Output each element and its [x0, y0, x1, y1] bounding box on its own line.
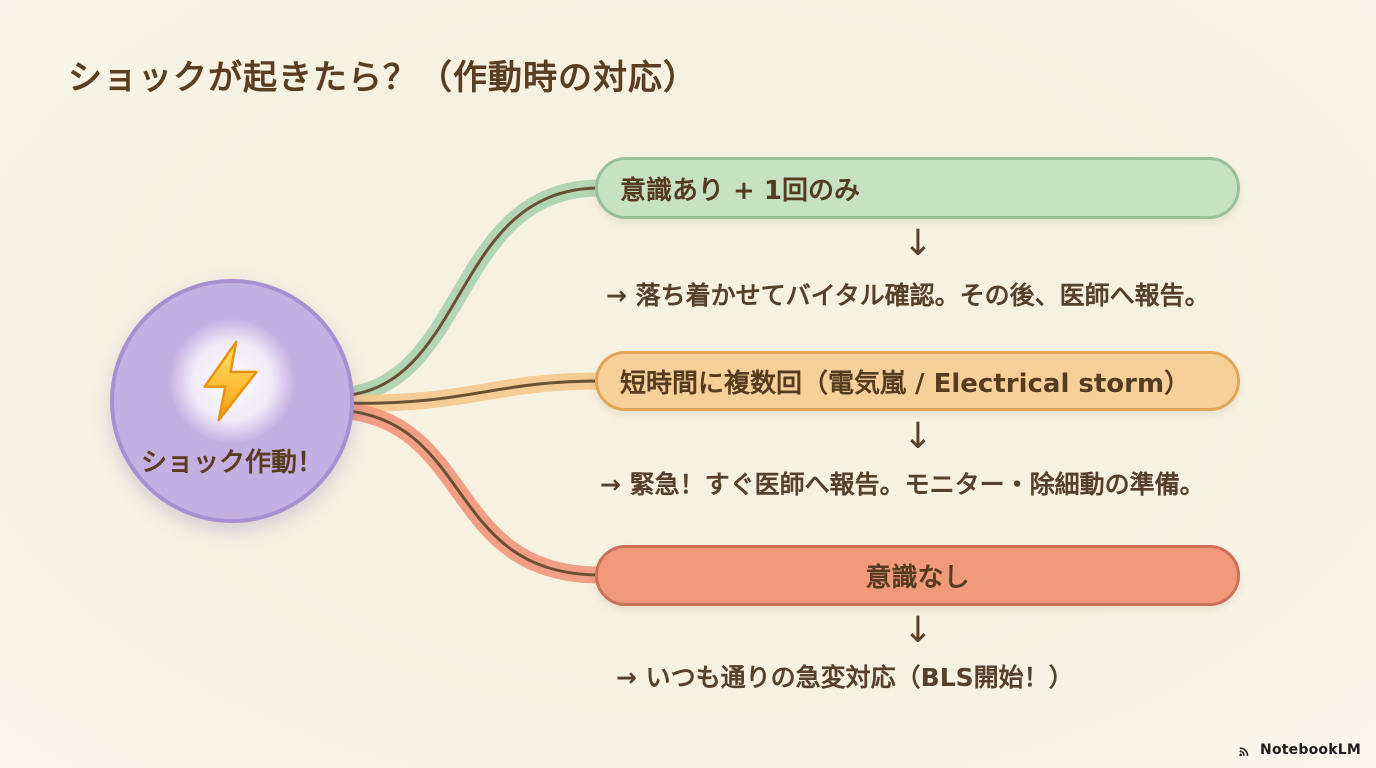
connector-band-top — [331, 179, 609, 405]
notebooklm-wordmark: NotebookLM — [1260, 742, 1361, 758]
connector-line-middle — [338, 379, 602, 405]
connector-line-top — [338, 186, 602, 398]
branch-detail: → 落ち着かせてバイタル確認。その後、医師へ報告。 — [606, 281, 1210, 310]
down-arrow-icon: ↓ — [902, 223, 934, 264]
down-arrow-icon: ↓ — [902, 416, 934, 457]
branch-node-conscious-single: 意識あり + 1回のみ — [595, 157, 1240, 219]
branch-label: 意識なし — [865, 563, 970, 593]
connector-line-bottom — [338, 408, 602, 577]
connector-band-bottom — [331, 401, 609, 584]
branch-node-electrical-storm: 短時間に複数回（電気嵐 / Electrical storm） — [595, 351, 1240, 411]
lightning-bolt-icon — [203, 340, 258, 422]
branch-label: 意識あり + 1回のみ — [620, 175, 860, 206]
down-arrow-icon: ↓ — [902, 610, 934, 651]
branch-label: 短時間に複数回（電気嵐 / Electrical storm） — [620, 368, 1191, 399]
branch-detail: → いつも通りの急変対応（BLS開始！） — [616, 663, 1074, 692]
notebooklm-logo-icon — [1239, 747, 1249, 757]
page-title: ショックが起きたら？（作動時の対応） — [68, 58, 698, 98]
branch-node-unconscious: 意識なし — [595, 545, 1240, 606]
notebooklm-branding: NotebookLM — [1237, 741, 1361, 759]
root-node-label: ショック作動！ — [140, 448, 323, 478]
root-node: ショック作動！ — [110, 279, 354, 523]
branch-detail: → 緊急！すぐ医師へ報告。モニター・除細動の準備。 — [600, 470, 1205, 499]
